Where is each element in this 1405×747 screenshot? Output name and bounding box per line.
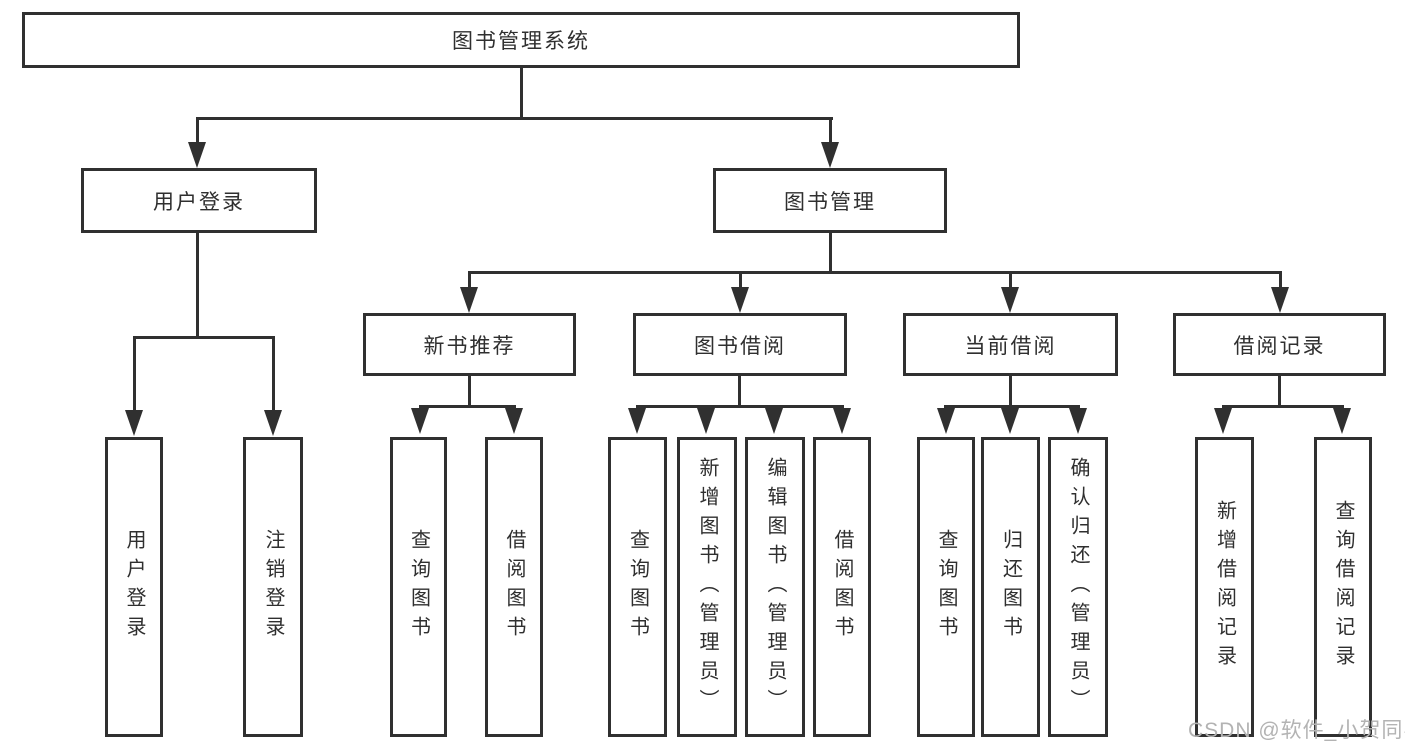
node-label: 查询图书 (407, 529, 430, 645)
node-label: 借阅图书 (831, 529, 853, 645)
node-label: 用户登录 (123, 529, 145, 645)
leaf-borrow-books: 借阅图书 (813, 437, 871, 737)
leaf-query-books-borrowing: 查询图书 (608, 437, 667, 737)
arrow-down-icon (1001, 287, 1019, 313)
connector-drop (1009, 271, 1012, 293)
connector-drop (468, 271, 471, 293)
leaf-edit-book-admin: 编辑图书（管理员） (745, 437, 805, 737)
node-label: 查询图书 (935, 529, 957, 645)
node-label: 注销登录 (262, 529, 284, 645)
node-user-login: 用户登录 (81, 168, 317, 233)
connector-bar-current (944, 405, 1080, 408)
csdn-watermark: CSDN @软件_小贺同学 (1188, 719, 1405, 742)
connector-drop (272, 336, 275, 414)
connector-stem-user-login (196, 231, 199, 338)
connector-bar-recommend (419, 405, 516, 408)
connector-drop (1279, 271, 1282, 293)
arrow-down-icon (264, 410, 282, 436)
connector-stem-root (520, 66, 523, 119)
node-label: 确认归还（管理员） (1067, 456, 1089, 718)
node-label: 归还图书 (999, 529, 1022, 645)
connector-stem-recommend (468, 374, 471, 407)
node-book-management: 图书管理 (713, 168, 947, 233)
connector-bar-level2 (196, 117, 833, 120)
node-label: 借阅图书 (503, 529, 525, 645)
leaf-add-book-admin: 新增图书（管理员） (677, 437, 737, 737)
connector-stem-current (1009, 374, 1012, 407)
node-label: 新书推荐 (423, 334, 516, 358)
arrow-down-icon (1333, 408, 1351, 434)
arrow-down-icon (125, 410, 143, 436)
arrow-down-icon (505, 408, 523, 434)
leaf-query-books-recommend: 查询图书 (390, 437, 447, 737)
leaf-borrow-books-recommend: 借阅图书 (485, 437, 543, 737)
arrow-down-icon (460, 287, 478, 313)
connector-bar-records (1222, 405, 1344, 408)
leaf-user-login: 用户登录 (105, 437, 163, 737)
connector-stem-book-management (829, 231, 832, 273)
node-label: 图书借阅 (694, 334, 786, 358)
connector-drop (196, 117, 199, 147)
connector-bar-borrowing (636, 405, 844, 408)
arrow-down-icon (411, 408, 429, 434)
connector-drop (829, 117, 832, 147)
connector-bar-user-login (133, 336, 275, 339)
node-label: 当前借阅 (964, 334, 1057, 358)
arrow-down-icon (628, 408, 646, 434)
arrow-down-icon (821, 142, 839, 168)
connector-drop (739, 271, 742, 293)
node-label: 借阅记录 (1233, 334, 1326, 358)
node-book-borrowing: 图书借阅 (633, 313, 847, 376)
leaf-logout: 注销登录 (243, 437, 303, 737)
leaf-confirm-return-admin: 确认归还（管理员） (1048, 437, 1108, 737)
node-label: 新增借阅记录 (1213, 500, 1236, 674)
connector-drop (133, 336, 136, 414)
node-label: 查询图书 (626, 529, 649, 645)
leaf-query-borrow-record: 查询借阅记录 (1314, 437, 1372, 737)
node-label: 编辑图书（管理员） (764, 456, 786, 718)
leaf-add-borrow-record: 新增借阅记录 (1195, 437, 1254, 737)
arrow-down-icon (1271, 287, 1289, 313)
connector-stem-records (1278, 374, 1281, 407)
arrow-down-icon (1001, 408, 1019, 434)
node-label: 用户登录 (153, 190, 245, 214)
node-label: 图书管理 (784, 190, 876, 214)
connector-stem-borrowing (738, 374, 741, 407)
arrow-down-icon (833, 408, 851, 434)
node-label: 查询借阅记录 (1332, 500, 1354, 674)
node-new-book-recommend: 新书推荐 (363, 313, 576, 376)
node-current-borrowing: 当前借阅 (903, 313, 1118, 376)
leaf-return-books: 归还图书 (981, 437, 1040, 737)
node-root-library-system: 图书管理系统 (22, 12, 1020, 68)
arrow-down-icon (765, 408, 783, 434)
arrow-down-icon (731, 287, 749, 313)
connector-bar-level3 (468, 271, 1282, 274)
arrow-down-icon (697, 408, 715, 434)
arrow-down-icon (188, 142, 206, 168)
node-label: 图书管理系统 (452, 30, 590, 53)
leaf-query-books-current: 查询图书 (917, 437, 975, 737)
arrow-down-icon (937, 408, 955, 434)
arrow-down-icon (1214, 408, 1232, 434)
node-borrowing-records: 借阅记录 (1173, 313, 1386, 376)
node-label: 新增图书（管理员） (696, 456, 718, 718)
arrow-down-icon (1069, 408, 1087, 434)
